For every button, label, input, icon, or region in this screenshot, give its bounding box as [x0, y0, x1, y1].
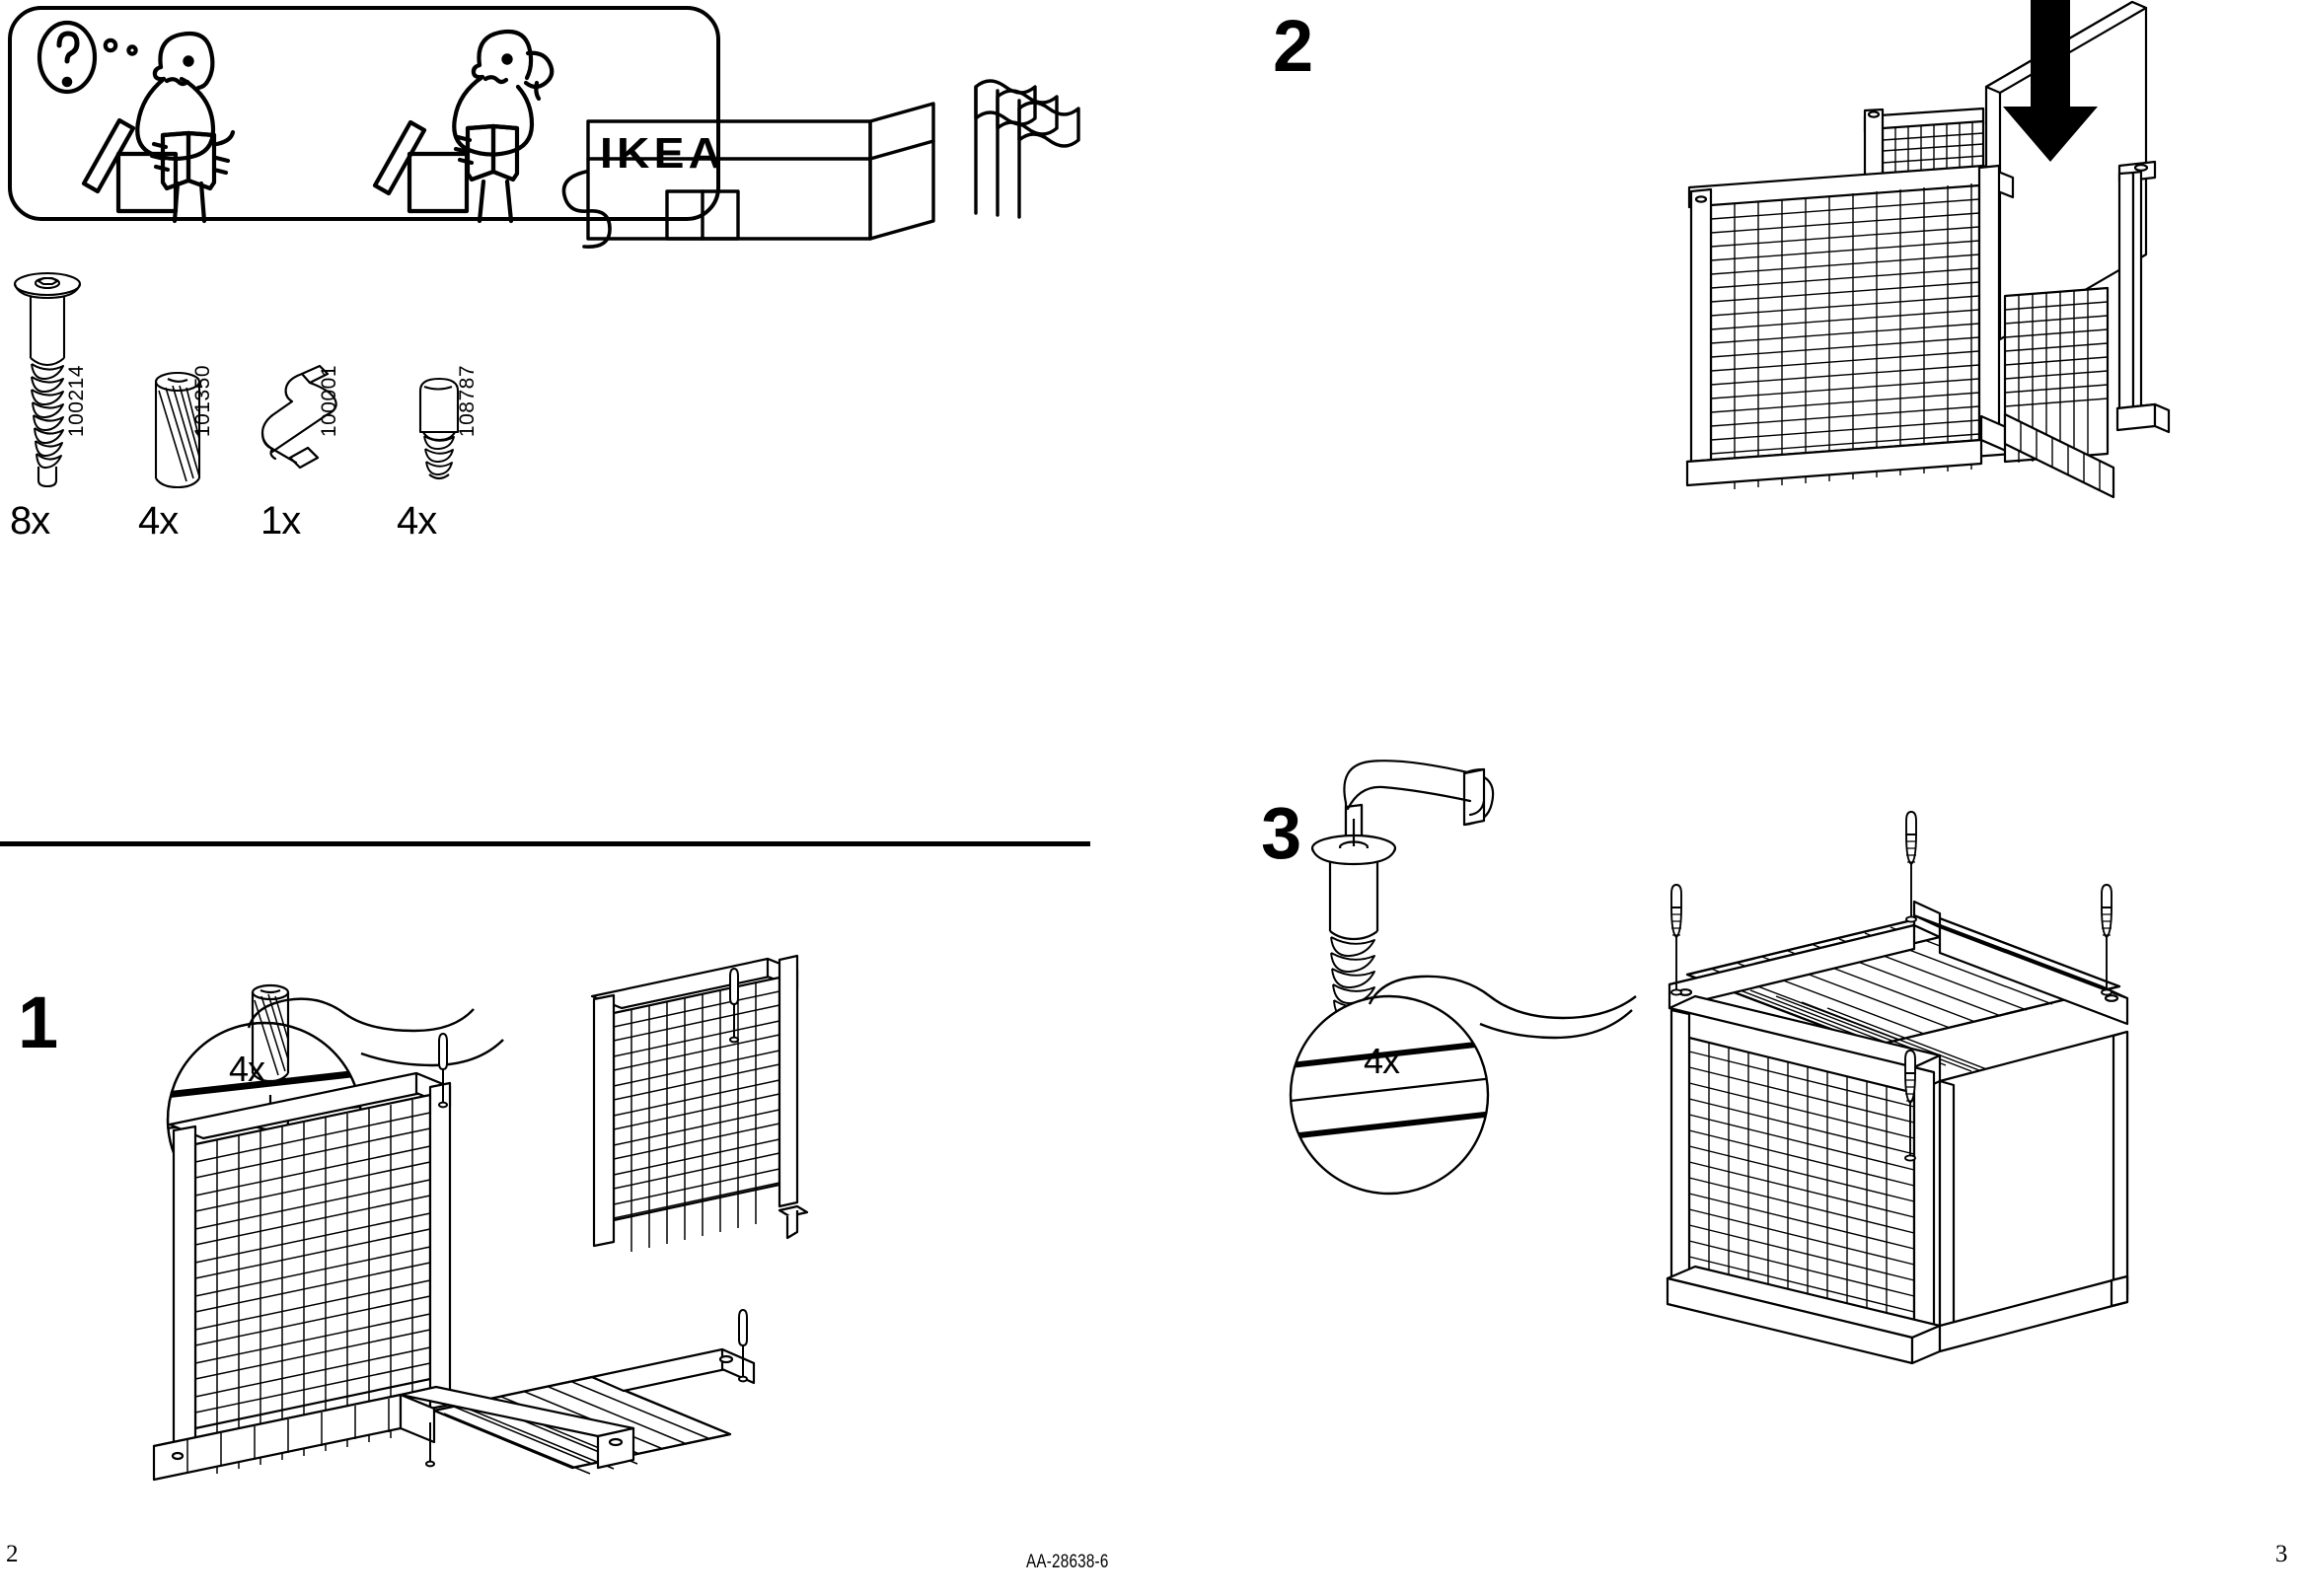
- screw-icon: [8, 266, 136, 493]
- detail-allen-key-icon: [1343, 760, 1495, 848]
- completed-cube: [1666, 900, 2129, 1365]
- svg-text:IKEA: IKEA: [600, 128, 725, 178]
- flatpack-plank-left-icon: [81, 117, 136, 194]
- call-ikea-help-panel: [8, 6, 720, 221]
- step-number-2: 2: [1273, 5, 1314, 87]
- front-lattice-panel: [1685, 164, 2015, 489]
- dowel-marker: [438, 1033, 448, 1109]
- step-3-illustration: [1289, 760, 2298, 1450]
- rear-lattice-panel: [590, 954, 809, 1252]
- dowel-marker: [729, 968, 739, 1044]
- detail-dowel-icon: [251, 983, 290, 1083]
- step-1-detail-quantity: 4x: [229, 1049, 265, 1089]
- ikea-logo-text: IKEA: [600, 128, 725, 178]
- parts-list: 100214 8x 101350 4x: [0, 266, 730, 562]
- allen-key-and-screw-detail-icon: [1289, 760, 1637, 1196]
- screw-marker: [1904, 1050, 1916, 1162]
- step-3-detail-quantity: 4x: [1364, 1041, 1400, 1081]
- base-grid-panel: [399, 1347, 756, 1475]
- flatpack-box-left-icon: [115, 151, 179, 214]
- base-grid-panel: [2003, 286, 2115, 499]
- part-quantity: 4x: [138, 499, 179, 543]
- front-lattice-panel: [152, 1071, 452, 1482]
- part-item: 100214 8x: [8, 266, 176, 562]
- allen-key-icon: [260, 361, 389, 499]
- page-number-right: 3: [2275, 1541, 2288, 1567]
- flatpack-box-right-icon: [407, 151, 470, 214]
- help-panel-illustration: IKEA: [8, 6, 1080, 249]
- step-number-1: 1: [18, 981, 59, 1063]
- wooden-dowel-icon: [146, 369, 274, 495]
- page-number-left: 2: [6, 1541, 19, 1567]
- part-item: 101350 4x: [136, 266, 304, 562]
- confused-person-icon: [135, 31, 236, 224]
- rear-right-leg: [2115, 160, 2171, 434]
- part-quantity: 4x: [397, 499, 437, 543]
- part-number: 100001: [318, 365, 340, 438]
- step-2-illustration: [1677, 0, 2298, 621]
- part-number: 101350: [191, 365, 214, 438]
- ikea-store-icon: [586, 79, 1080, 241]
- screw-marker: [1670, 884, 1682, 996]
- part-number: 100214: [65, 365, 88, 438]
- part-item: 100001 1x: [259, 266, 426, 562]
- flatpack-plank-right-icon: [372, 119, 427, 196]
- insert-direction-arrow-icon: [2003, 0, 2098, 162]
- screw-marker: [1905, 811, 1917, 923]
- step-1-illustration: [138, 947, 1085, 1559]
- section-divider: [0, 841, 1090, 846]
- plastic-plug-icon: [407, 373, 495, 493]
- dowel-marker: [425, 1422, 435, 1468]
- part-quantity: 1x: [260, 499, 301, 543]
- phoning-person-icon: [452, 29, 555, 224]
- part-number: 108787: [456, 365, 479, 438]
- question-mark-icon: [37, 20, 138, 95]
- screw-marker: [2101, 884, 2113, 996]
- part-item: 108787 4x: [395, 266, 562, 562]
- document-id: AA-28638-6: [1026, 1552, 1109, 1572]
- step-number-3: 3: [1261, 792, 1302, 874]
- part-quantity: 8x: [10, 499, 50, 543]
- dowel-marker: [738, 1309, 748, 1383]
